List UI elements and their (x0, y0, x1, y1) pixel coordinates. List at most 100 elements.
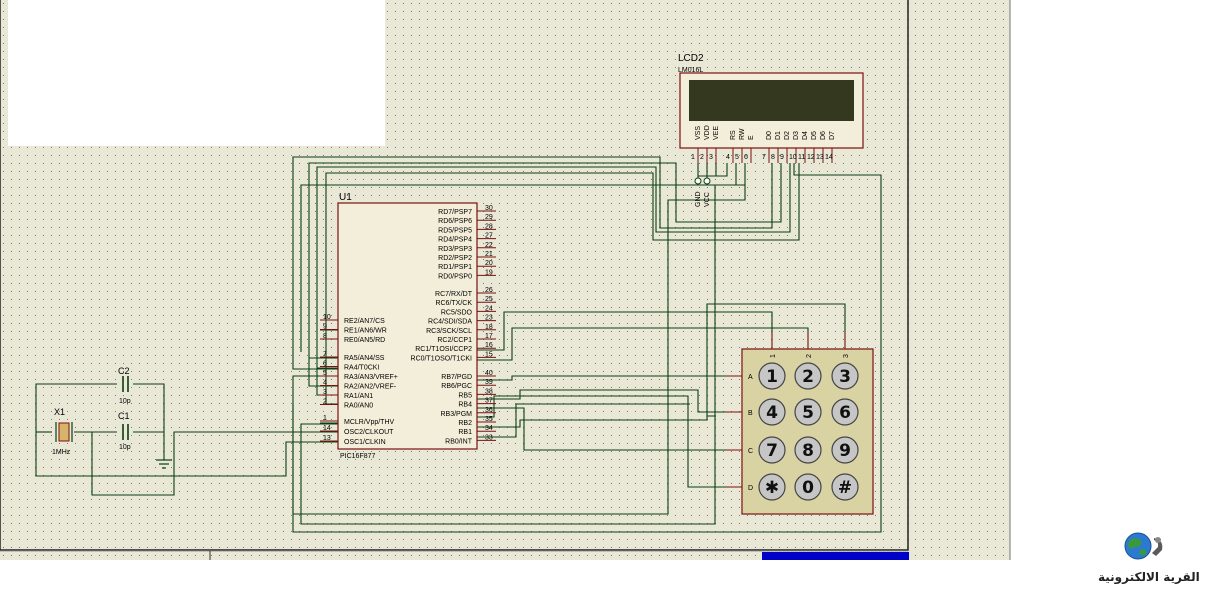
mcu-pin-number: 18 (485, 324, 493, 331)
lcd-pin-number: 6 (744, 154, 748, 161)
crystal-ref: X1 (54, 407, 65, 417)
mcu-pin-name: RC7/RX/DT (435, 291, 473, 298)
mcu-pin-name: RC1/T1OSI/CCP2 (415, 346, 472, 353)
mcu-pin-number: 5 (323, 370, 327, 377)
mcu-pin-name: OSC1/CLKIN (344, 439, 386, 446)
lcd-pin-name: D2 (784, 131, 791, 140)
mcu-pin-number: 3 (323, 389, 327, 396)
keypad-column-label: 3 (843, 354, 850, 358)
keypad-column-label: 1 (770, 354, 777, 358)
lcd-pin-name: D3 (793, 131, 800, 140)
mcu-pin-name: RD7/PSP7 (438, 209, 472, 216)
mcu-pin-name: RB6/PGC (441, 383, 472, 390)
mcu-pin-name: RB3/PGM (440, 411, 472, 418)
mcu-pins: RD7/PSP730RD6/PSP629RD5/PSP528RD4/PSP427… (320, 205, 496, 446)
keypad-key[interactable] (831, 473, 859, 501)
keypad-key[interactable] (758, 473, 786, 501)
lcd-pin-number: 1 (691, 154, 695, 161)
mcu-pin-name: OSC2/CLKOUT (344, 429, 394, 436)
lcd-pin-name: E (748, 135, 755, 140)
mcu-pin-number: 8 (323, 333, 327, 340)
lcd-pin-number: 11 (798, 154, 805, 161)
mcu-pin-name: RA0/AN0 (344, 403, 373, 410)
mcu-pin-name: RA5/AN4/SS (344, 355, 385, 362)
lcd-pin-number: 3 (709, 154, 713, 161)
mcu-pin-name: RB2 (458, 420, 472, 427)
mcu-part: PIC16F877 (340, 453, 376, 460)
ground-symbol (156, 459, 172, 469)
mcu-pin-name: RC2/CCP1 (437, 337, 472, 344)
keypad-key[interactable] (831, 436, 859, 464)
mcu-pin-number: 2 (323, 399, 327, 406)
mcu-pin-name: MCLR/Vpp/THV (344, 419, 395, 426)
mcu-pin-name: RD0/PSP0 (438, 273, 472, 280)
mcu-pin-number: 25 (485, 296, 493, 303)
keypad-key[interactable] (794, 436, 822, 464)
cap-c1-ref: C1 (118, 411, 130, 421)
keypad-row-label: D (748, 485, 753, 492)
mcu-pin-number: 23 (485, 315, 493, 322)
blank-overlay-panel (8, 0, 385, 146)
lcd-pin-number: 9 (780, 154, 784, 161)
mcu-ref: U1 (339, 192, 352, 203)
mcu-component[interactable]: U1 PIC16F877 RD7/PSP730RD6/PSP629RD5/PSP… (320, 192, 496, 460)
lcd-pin-name: VDD (704, 125, 711, 140)
mcu-pin-name: RE1/AN6/WR (344, 328, 387, 335)
keypad-key[interactable] (758, 362, 786, 390)
mcu-pin-number: 13 (323, 435, 331, 442)
keypad-row-label: C (748, 448, 753, 455)
lcd-pin-name: D6 (820, 131, 827, 140)
lcd-pin-name: D0 (766, 131, 773, 140)
mcu-pin-name: RD2/PSP2 (438, 255, 472, 262)
mcu-pin-number: 24 (485, 305, 493, 312)
mcu-pin-number: 27 (485, 233, 493, 240)
mcu-pin-name: RB5 (458, 392, 472, 399)
mcu-pin-number: 36 (485, 407, 493, 414)
lcd-pins: VSS1VDD2VEE3RS4RW5E6D07D18D29D310D411D51… (691, 125, 836, 163)
lcd-pin-name: D5 (811, 131, 818, 140)
cap-c2-value: 10p (119, 398, 131, 405)
keypad-key[interactable] (758, 398, 786, 426)
lcd-pin-number: 5 (735, 154, 739, 161)
mcu-body (337, 202, 478, 450)
lcd-pin-name: RS (730, 130, 737, 140)
vcc-label: VCC (704, 192, 711, 207)
mcu-pin-number: 37 (485, 398, 493, 405)
keypad-key[interactable] (794, 362, 822, 390)
keypad-key[interactable] (794, 398, 822, 426)
lcd-pin-name: D7 (829, 131, 836, 140)
mcu-pin-name: RC0/T1OSO/T1CKI (411, 355, 473, 362)
keypad-key[interactable] (831, 362, 859, 390)
mcu-pin-name: RC6/TX/CK (435, 300, 472, 307)
mcu-pin-name: RB0/INT (445, 438, 473, 445)
mcu-pin-number: 4 (323, 380, 327, 387)
gnd-label: GND (695, 191, 702, 207)
keypad-key[interactable] (758, 436, 786, 464)
lcd-pin-number: 14 (825, 154, 833, 161)
mcu-pin-number: 38 (485, 388, 493, 395)
mcu-pin-name: RE2/AN7/CS (344, 318, 385, 325)
mcu-pin-name: RD4/PSP4 (438, 237, 472, 244)
mcu-pin-number: 14 (323, 425, 331, 432)
keypad-key[interactable] (831, 398, 859, 426)
lcd-pin-name: VSS (695, 126, 702, 140)
lcd-pin-number: 13 (816, 154, 824, 161)
lcd-pin-number: 2 (700, 154, 704, 161)
mcu-pin-name: RA4/T0CKI (344, 365, 379, 372)
capacitor-c1[interactable]: C1 10p (118, 411, 131, 451)
crystal-component[interactable]: X1 1MHz (52, 407, 73, 456)
lcd-screen (689, 80, 854, 121)
lcd-pin-name: VEE (713, 126, 720, 140)
lcd-component[interactable]: LCD2 LM016L VSS1VDD2VEE3RS4RW5E6D07D18D2… (678, 53, 864, 163)
keypad-key[interactable] (794, 473, 822, 501)
lcd-pin-number: 7 (762, 154, 766, 161)
mcu-pin-name: RB1 (458, 429, 472, 436)
capacitor-c2[interactable]: C2 10p (118, 366, 131, 405)
lcd-pin-name: RW (739, 128, 746, 140)
mcu-pin-number: 1 (323, 415, 327, 422)
cap-c2-ref: C2 (118, 366, 130, 376)
logo-globe-icon (1124, 532, 1163, 560)
